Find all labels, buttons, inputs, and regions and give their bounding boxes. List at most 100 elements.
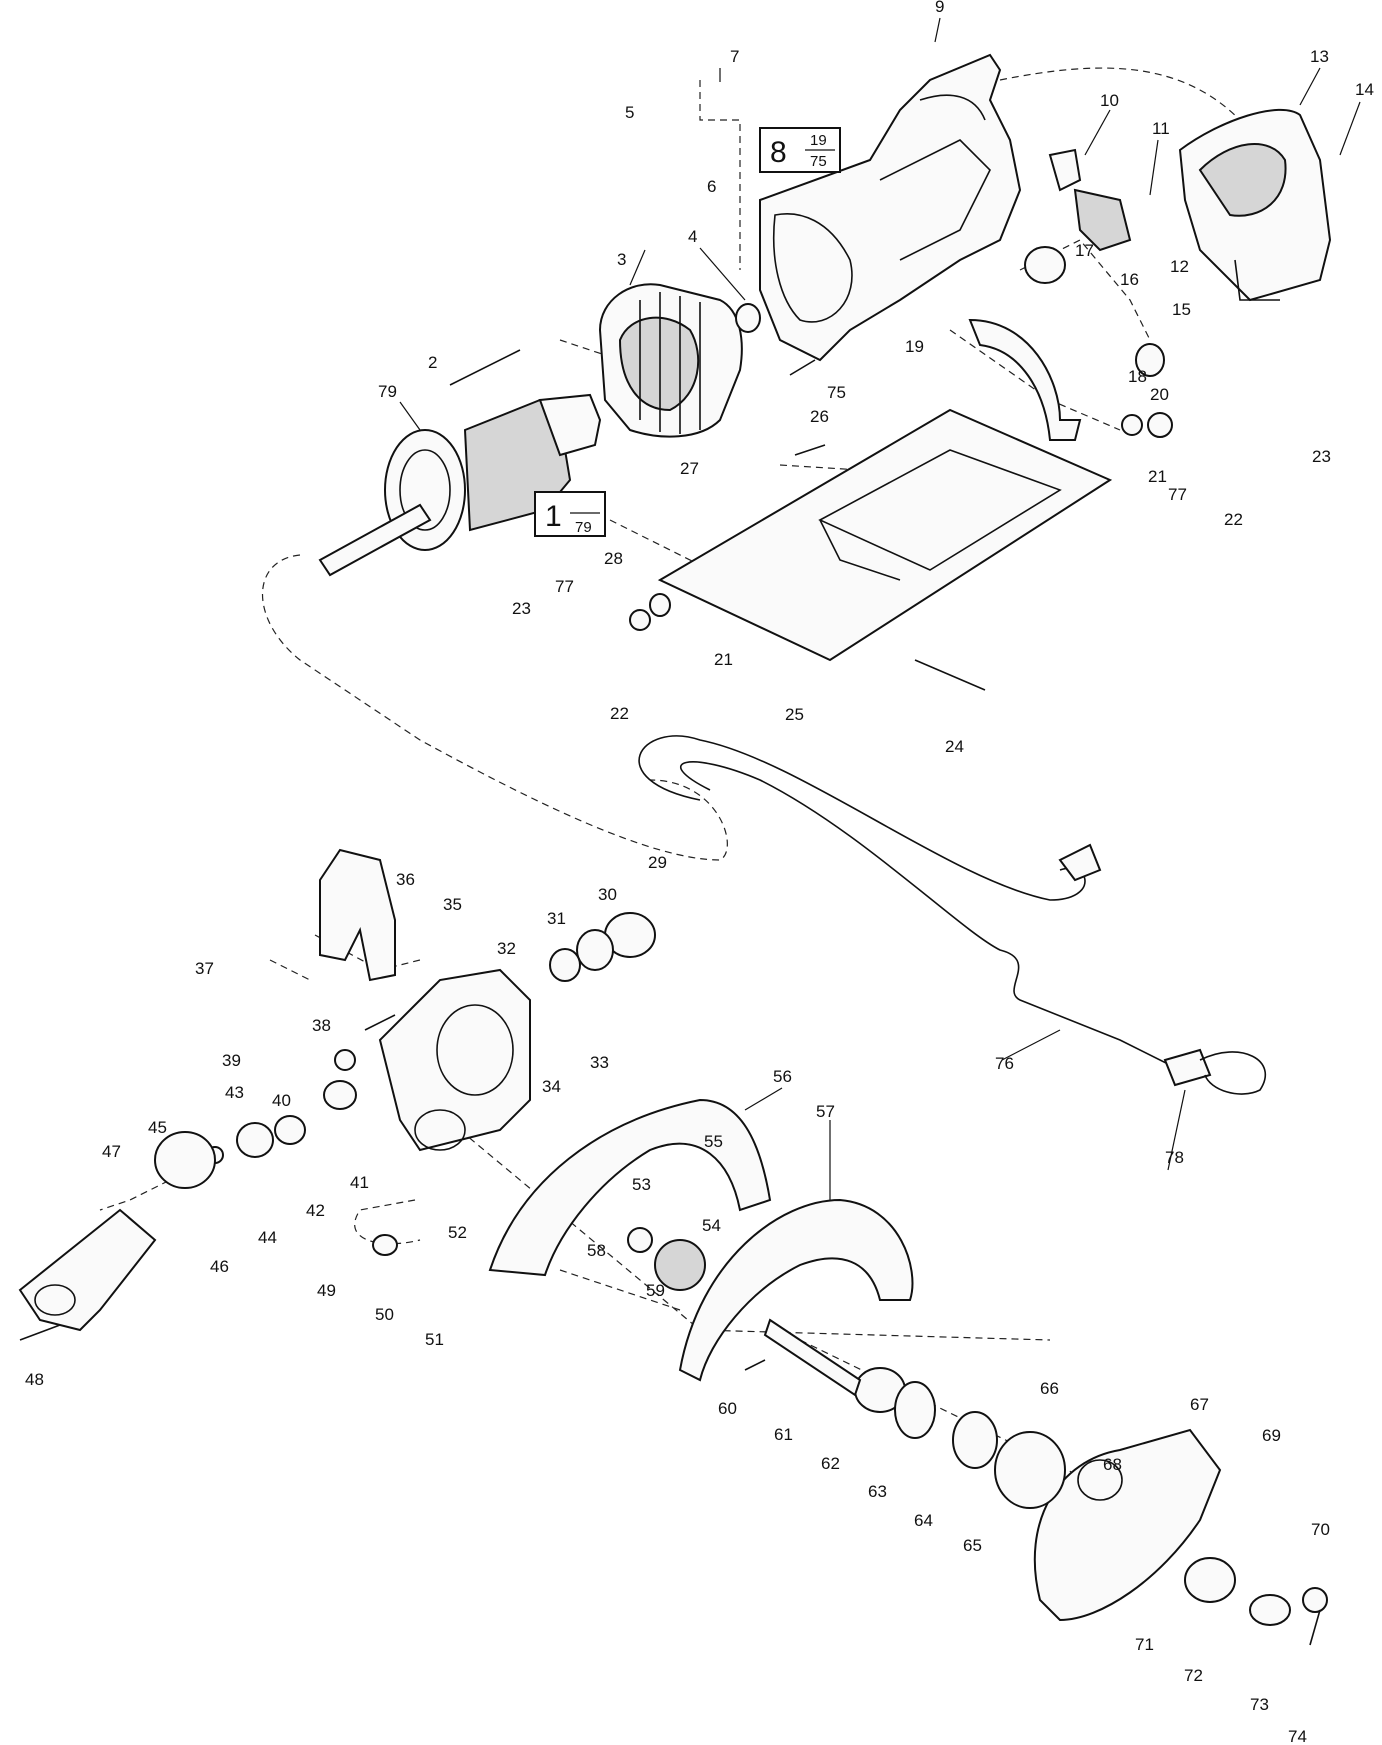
label-76: 76 (995, 1054, 1014, 1073)
label-78: 78 (1165, 1148, 1184, 1167)
label-19: 19 (905, 337, 924, 356)
label-21b: 21 (714, 650, 733, 669)
label-69: 69 (1262, 1426, 1281, 1445)
lower-guard (678, 1198, 914, 1382)
base-shoe (657, 408, 1113, 662)
label-59: 59 (646, 1281, 665, 1300)
label-77a: 77 (1168, 485, 1187, 504)
label-67: 67 (1190, 1395, 1209, 1414)
armature-callout-box: 1 79 (534, 491, 606, 537)
label-49: 49 (317, 1281, 336, 1300)
label-23a: 23 (1312, 447, 1331, 466)
label-12: 12 (1170, 257, 1189, 276)
upper-guard (488, 1098, 772, 1277)
label-23b: 23 (512, 599, 531, 618)
label-30: 30 (598, 885, 617, 904)
label-79: 79 (378, 382, 397, 401)
label-39: 39 (222, 1051, 241, 1070)
label-43: 43 (225, 1083, 244, 1102)
gear-case (378, 968, 531, 1152)
label-35: 35 (443, 895, 462, 914)
blade-guard-plate (1033, 1428, 1222, 1622)
motor-housing (759, 53, 1022, 362)
label-2: 2 (428, 353, 437, 372)
motor-cover (18, 1208, 157, 1332)
label-44: 44 (258, 1228, 277, 1247)
label-58: 58 (587, 1241, 606, 1260)
label-73: 73 (1250, 1695, 1269, 1714)
depth-bracket (968, 318, 1082, 441)
label-40: 40 (272, 1091, 291, 1110)
label-52: 52 (448, 1223, 467, 1242)
label-36: 36 (396, 870, 415, 889)
label-62: 62 (821, 1454, 840, 1473)
assembly-dash-lines (99, 67, 1241, 1521)
label-65: 65 (963, 1536, 982, 1555)
label-61: 61 (774, 1425, 793, 1444)
label-18: 18 (1128, 367, 1147, 386)
label-33: 33 (590, 1053, 609, 1072)
label-46: 46 (210, 1257, 229, 1276)
label-25: 25 (785, 705, 804, 724)
label-14: 14 (1355, 80, 1374, 99)
label-24: 24 (945, 737, 964, 756)
label-31: 31 (547, 909, 566, 928)
label-9: 9 (935, 0, 944, 16)
label-3: 3 (617, 250, 626, 269)
label-20: 20 (1150, 385, 1169, 404)
label-7: 7 (730, 47, 739, 66)
label-10: 10 (1100, 91, 1119, 110)
small-parts (154, 246, 1328, 1626)
power-cord (638, 735, 1267, 1095)
svg-text:8: 8 (770, 136, 787, 169)
label-45: 45 (148, 1118, 167, 1137)
rear-handle (1178, 108, 1332, 302)
label-53: 53 (632, 1175, 651, 1194)
svg-text:79: 79 (575, 519, 592, 536)
label-47: 47 (102, 1142, 121, 1161)
screws (19, 349, 1321, 1646)
label-66: 66 (1040, 1379, 1059, 1398)
svg-text:19: 19 (810, 132, 827, 149)
label-74: 74 (1288, 1727, 1307, 1745)
label-70: 70 (1311, 1520, 1330, 1539)
switch (1048, 148, 1132, 252)
label-72: 72 (1184, 1666, 1203, 1685)
label-22b: 22 (610, 704, 629, 723)
label-63: 63 (868, 1482, 887, 1501)
label-15: 15 (1172, 300, 1191, 319)
label-26: 26 (810, 407, 829, 426)
label-16: 16 (1120, 270, 1139, 289)
label-13: 13 (1310, 47, 1329, 66)
label-42: 42 (306, 1201, 325, 1220)
label-5: 5 (625, 103, 634, 122)
label-6: 6 (707, 177, 716, 196)
label-64: 64 (914, 1511, 933, 1530)
label-29: 29 (648, 853, 667, 872)
label-54: 54 (702, 1216, 721, 1235)
label-11: 11 (1152, 119, 1170, 138)
label-38: 38 (312, 1016, 331, 1035)
label-77b: 77 (555, 577, 574, 596)
svg-text:1: 1 (545, 500, 562, 533)
svg-text:75: 75 (810, 153, 827, 170)
label-21a: 21 (1148, 467, 1167, 486)
label-55: 55 (704, 1132, 723, 1151)
label-32: 32 (497, 939, 516, 958)
armature (318, 393, 602, 577)
label-56: 56 (773, 1067, 792, 1086)
label-4: 4 (688, 227, 697, 246)
label-37: 37 (195, 959, 214, 978)
label-75: 75 (827, 383, 846, 402)
label-28: 28 (604, 549, 623, 568)
leader-lines (399, 17, 1361, 1200)
label-71: 71 (1135, 1635, 1154, 1654)
label-50: 50 (375, 1305, 394, 1324)
label-68: 68 (1103, 1455, 1122, 1474)
label-34: 34 (542, 1077, 561, 1096)
stator-field (598, 283, 743, 438)
label-22a: 22 (1224, 510, 1243, 529)
label-17: 17 (1075, 241, 1094, 260)
